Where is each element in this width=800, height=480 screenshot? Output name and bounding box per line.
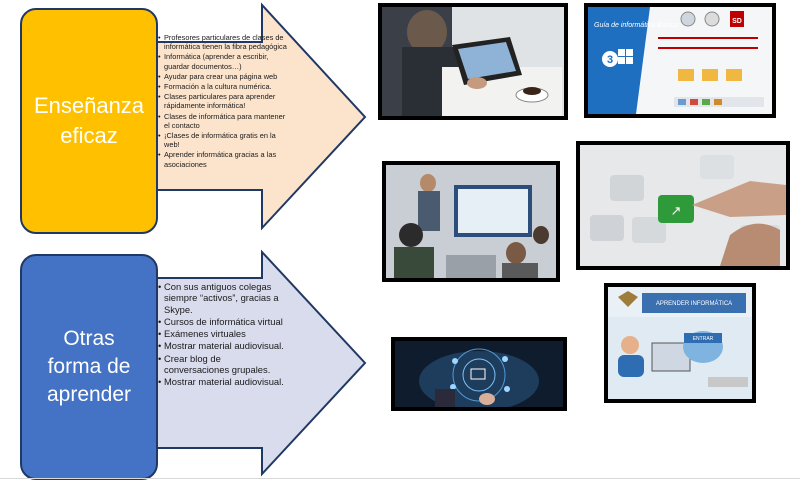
green-key-symbol: ↗ bbox=[671, 204, 682, 219]
section2-bullet: Mostrar material audiovisual. bbox=[158, 340, 288, 352]
tablet-photo bbox=[378, 3, 568, 120]
keyboard-photo: ↗ bbox=[576, 141, 790, 270]
guide-cover-text: Guía de informática Básica bbox=[594, 22, 678, 29]
classroom-photo bbox=[382, 161, 560, 282]
otras-formas-box: Otras forma de aprender bbox=[20, 254, 158, 480]
section1-bullet: Ayudar para crear una página web bbox=[158, 72, 290, 81]
section2-title-line3: aprender bbox=[46, 383, 132, 406]
section1-bullet: Profesores particulares de clases de inf… bbox=[158, 33, 290, 51]
section2-bullet: Exámenes virtuales bbox=[158, 328, 288, 340]
section1-title-line1: Enseñanza bbox=[33, 93, 145, 118]
elearning-image: APRENDER INFORMÁTICA ENTRAR bbox=[604, 283, 756, 403]
section1-bullet: Formación a la cultura numérica. bbox=[158, 82, 290, 91]
section1-bullet: Clases particulares para aprender rápida… bbox=[158, 92, 290, 110]
section2-bullet: Con sus antiguos colegas siempre “activo… bbox=[158, 281, 288, 315]
section2-bullet: Crear blog de conversaciones grupales. bbox=[158, 353, 288, 376]
guide-number: 3 bbox=[607, 54, 613, 66]
digital-icons-photo bbox=[391, 337, 567, 411]
section2-title-line1: Otras bbox=[63, 327, 115, 350]
section1-bullet: Clases de informática para mantener el c… bbox=[158, 112, 290, 130]
section2-title-line2: forma de bbox=[47, 355, 131, 378]
section2-bullet: Mostrar material audiovisual. bbox=[158, 376, 288, 388]
elearning-banner: APRENDER INFORMÁTICA bbox=[656, 300, 732, 307]
section2-bullet: Cursos de informática virtual bbox=[158, 316, 288, 328]
section1-bullet: Aprender informática gracias a las asoci… bbox=[158, 150, 290, 168]
bottom-divider bbox=[0, 478, 800, 479]
elearning-button: ENTRAR bbox=[693, 336, 714, 342]
section1-title-line2: eficaz bbox=[60, 123, 118, 148]
ensenanza-eficaz-box: Enseñanza eficaz bbox=[20, 8, 158, 234]
section2-bullet-list: Con sus antiguos colegas siempre “activo… bbox=[158, 281, 288, 389]
section1-bullet: ¡Clases de informática gratis en la web! bbox=[158, 131, 290, 149]
section1-bullet: Informática (aprender a escribir, guarda… bbox=[158, 52, 290, 70]
guide-cover-image: Guía de informática Básica 3 SD bbox=[584, 3, 776, 118]
sd-label: SD bbox=[732, 18, 742, 25]
section1-bullet-list: Profesores particulares de clases de inf… bbox=[158, 33, 290, 170]
